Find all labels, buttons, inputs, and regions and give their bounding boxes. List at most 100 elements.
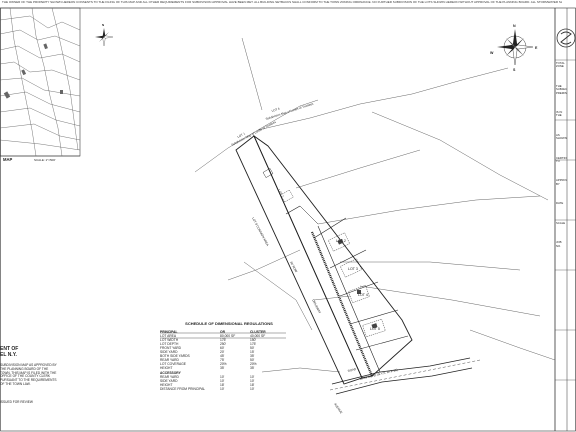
right-line-2: ZONE <box>556 64 564 69</box>
schedule-row-cell: LOT WIDTH <box>160 338 179 342</box>
schedule-row-cell: 35' <box>250 354 255 358</box>
right-note: THE SUBJECT PREMISES <box>556 83 567 95</box>
right-note: JOB NO. <box>556 240 562 248</box>
lot2-label: LOT 2 <box>336 239 346 243</box>
compass-w: W <box>490 51 494 55</box>
common-area-label: LOT 8 COMMON AREA <box>251 217 270 247</box>
schedule-row-cell: 40,000 SF <box>250 334 266 338</box>
schedule-row-cell: BOTH SIDE YARDS <box>160 354 190 358</box>
right-note: DATE <box>556 201 564 206</box>
schedule-row-cell: REAR YARD <box>160 358 179 362</box>
left-heading-2: EL N.Y. <box>0 352 17 358</box>
schedule-row-cell: 35' <box>250 366 255 370</box>
schedule-row-cell: 50' <box>250 346 255 350</box>
lot6-label: LOT 6 <box>271 106 280 112</box>
schedule-row-cell: 35' <box>220 366 225 370</box>
schedule-row: LOT AREA 80,000 SF 40,000 SF <box>160 334 290 338</box>
schedule-row: SIDE YARD 20' 15' <box>160 350 290 354</box>
schedule-row-cell: 175' <box>250 342 257 346</box>
easement-label: 30' ROW <box>289 261 298 274</box>
schedule-row-cell: HEIGHT <box>160 366 173 370</box>
small-compass-n: N <box>102 23 104 27</box>
left-heading-1: ENT OF <box>0 346 19 352</box>
schedule-row: FRONT YARD 60' 50' <box>160 346 290 350</box>
schedule-row-cell: 60' <box>220 346 225 350</box>
right-notes: THE SUBJECT PREMISES IS IN THE AS SHOWN CER… <box>556 83 567 248</box>
schedule-row: LOT DEPTH 250' 175' <box>160 342 290 346</box>
schedule-accessory-row-cell: 18' <box>250 383 255 387</box>
left-footer: ISSUED FOR REVIEW <box>0 399 33 404</box>
schedule-row-cell: 45' <box>220 354 225 358</box>
schedule-row-cell: 80,000 SF <box>220 334 236 338</box>
schedule-accessory-row: REAR YARD 10' 10' <box>160 375 290 379</box>
schedule-col-cluster: CLUSTER <box>250 330 266 334</box>
schedule-accessory-row-cell: REAR YARD <box>160 375 179 379</box>
lot7-label: LOT 7 <box>277 189 285 198</box>
compass-s: S <box>513 68 516 72</box>
schedule-accessory-row-cell: 10' <box>250 379 255 383</box>
driveway-label: DRIVEWAY <box>311 299 322 315</box>
schedule-accessory-row: DISTANCE FROM PRINCIPAL 10' 10' <box>160 387 290 391</box>
title-block-logo <box>556 28 576 48</box>
schedule-row-cell: SIDE YARD <box>160 350 178 354</box>
schedule-row-cell: LOT DEPTH <box>160 342 179 346</box>
schedule-row-cell: LOT AREA <box>160 334 177 338</box>
schedule-row: LOT COVERAGE 20% 20% <box>160 362 290 366</box>
schedule-row-cell: 175' <box>220 338 227 342</box>
right-note: APPROVED BY <box>556 178 567 186</box>
schedule-col-principal: PRINCIPAL <box>160 330 178 334</box>
left-body: SUBDIVISION MAP AS APPROVED BY THE PLANN… <box>0 363 57 386</box>
schedule-accessory-row-cell: 10' <box>250 387 255 391</box>
schedule-accessory-row-cell: DISTANCE FROM PRINCIPAL <box>160 387 206 391</box>
left-text-block: ENT OF EL N.Y. SUBDIVISION MAP AS APPROV… <box>0 346 58 405</box>
schedule-row-cell: 20' <box>220 350 225 354</box>
right-note: IS IN THE <box>556 110 563 118</box>
lot1-label: LOT 1 <box>237 131 246 139</box>
schedule-row: HEIGHT 35' 35' <box>160 366 290 370</box>
compass-n: N <box>513 24 516 28</box>
schedule-row-cell: 15' <box>250 350 255 354</box>
schedule-accessory-row-cell: 10' <box>220 375 225 379</box>
north-arrow-small <box>95 28 114 47</box>
lot1-note: Subdivision Map of Lands of Trustees <box>231 120 277 147</box>
lot4-label: LOT 4 <box>358 293 368 297</box>
schedule-accessory-row-cell: 10' <box>220 379 225 383</box>
right-note: CERTIFIED TO <box>556 155 567 164</box>
schedule-row-cell: LOT COVERAGE <box>160 362 186 366</box>
adjacent-parcel-lines <box>194 37 556 373</box>
schedule-title: SCHEDULE OF DIMENSIONAL REGULATIONS <box>185 321 273 326</box>
schedule-accessory-row-cell: 10' <box>220 387 225 391</box>
compass-e: E <box>535 46 538 50</box>
schedule-col-req: OR <box>220 330 225 334</box>
main-road <box>329 357 481 395</box>
locator-map-label: MAP <box>3 157 13 162</box>
right-column: TOTAL ZONE THE SUBJECT PREMISES IS IN THE… <box>556 62 567 248</box>
schedule-accessory-row-cell: SIDE YARD <box>160 379 178 383</box>
right-line-1: TOTAL <box>556 62 565 65</box>
schedule-row-cell: 150' <box>250 338 257 342</box>
schedule-row-cell: 250' <box>220 342 227 346</box>
north-arrow-main <box>497 29 534 66</box>
title-block <box>555 59 576 381</box>
schedule-accessory-label: ACCESSORY <box>160 371 181 375</box>
schedule-row-cell: 20% <box>220 362 227 366</box>
general-notes: THE OWNER OF THE PROPERTY SHOWN HEREON C… <box>2 1 562 4</box>
schedule-accessory-row: HEIGHT 18' 18' <box>160 383 290 387</box>
schedule-row-cell: 20% <box>250 362 257 366</box>
lot3-label: LOT 3 <box>348 267 358 271</box>
road-label: ROAD <box>347 367 357 373</box>
right-note: AS SHOWN <box>556 132 567 141</box>
lot5-label: LOT 5 <box>370 327 380 331</box>
schedule-accessory-row-cell: HEIGHT <box>160 383 173 387</box>
schedule-accessory-row-cell: 10' <box>250 375 255 379</box>
schedule-table-lines <box>160 332 286 339</box>
schedule-row: LOT WIDTH 175' 150' <box>160 338 290 342</box>
schedule-row-cell: FRONT YARD <box>160 346 182 350</box>
subdivision-parcel <box>235 134 413 385</box>
schedule-row: BOTH SIDE YARDS 45' 35' <box>160 354 290 358</box>
schedule-accessory-row-cell: 18' <box>220 383 225 387</box>
